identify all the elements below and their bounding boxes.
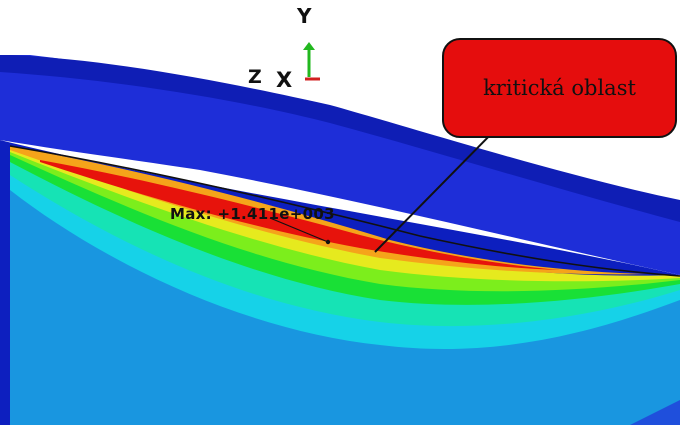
contour-band-orange	[10, 146, 650, 275]
critical-area-callout: kritická oblast	[442, 38, 677, 138]
axis-x-label: X	[276, 68, 293, 92]
max-point-marker	[325, 239, 331, 245]
contour-band-upper-dark	[0, 55, 680, 222]
callout-pointer	[374, 124, 501, 253]
callout-text: kritická oblast	[483, 76, 636, 100]
contour-band-red	[40, 160, 560, 270]
axis-y-label: Y	[297, 4, 312, 28]
axis-z-label: Z	[248, 66, 262, 88]
max-value-label: Max: +1.411e+003	[170, 205, 335, 223]
axis-y-arrowhead-icon	[303, 42, 315, 50]
contour-band-light-blue	[10, 150, 680, 425]
surface-line	[9, 145, 680, 277]
contour-band-yellow	[10, 146, 680, 282]
contour-band-upper	[0, 55, 680, 275]
max-pointer	[269, 217, 329, 243]
